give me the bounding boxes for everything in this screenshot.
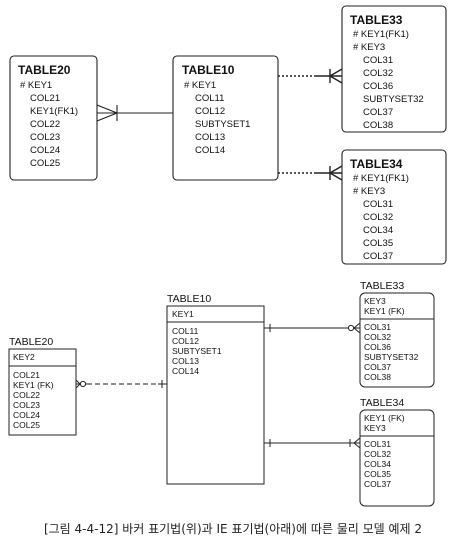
barker-table34-col: COL32	[363, 212, 393, 223]
ie-rel-table10-table34[interactable]	[264, 437, 361, 449]
ie-table20-key: KEY2	[13, 352, 35, 362]
barker-table20-col: COL22	[30, 119, 60, 130]
barker-table20-title: TABLE20	[18, 63, 71, 77]
ie-table33-entity[interactable]: TABLE33 KEY3 KEY1 (FK) COL31 COL32 COL36…	[359, 280, 435, 388]
barker-table33-col: COL37	[363, 107, 393, 118]
ie-table33-col: COL31	[364, 322, 391, 332]
ie-table33-col: COL36	[364, 342, 391, 352]
barker-table10-col: COL14	[195, 145, 225, 156]
ie-table34-col: COL31	[364, 439, 391, 449]
ie-table33-title: TABLE33	[360, 280, 404, 292]
barker-table33-key: # KEY1(FK1)	[353, 29, 409, 40]
ie-table10-entity[interactable]: TABLE10 KEY1 COL11 COL12 SUBTYSET1 COL13…	[166, 293, 265, 485]
barker-table10-col: COL11	[195, 93, 224, 104]
ie-table33-key: KEY3	[364, 296, 386, 306]
ie-table33-col: SUBTYSET32	[364, 352, 419, 362]
ie-table10-key: KEY1	[172, 309, 194, 319]
barker-table33-col: COL31	[363, 55, 393, 66]
barker-table33-entity[interactable]: TABLE33 # KEY1(FK1) # KEY3 COL31 COL32 C…	[341, 5, 447, 133]
barker-table33-col: COL32	[363, 68, 393, 79]
ie-table10-col: SUBTYSET1	[172, 346, 222, 356]
ie-table34-col: COL37	[364, 479, 391, 489]
ie-diagram: TABLE10 KEY1 COL11 COL12 SUBTYSET1 COL13…	[8, 280, 435, 507]
barker-table34-title: TABLE34	[350, 157, 403, 171]
ie-table10-col: COL11	[172, 326, 199, 336]
ie-table10-col: COL13	[172, 356, 199, 366]
ie-table34-col: COL35	[364, 469, 391, 479]
ie-rel-table10-table33[interactable]	[264, 322, 361, 334]
ie-rel-table20-table10[interactable]	[75, 379, 167, 389]
ie-table33-col: COL38	[364, 372, 391, 382]
ie-table20-col: COL23	[13, 400, 40, 410]
barker-table33-key: # KEY3	[353, 42, 385, 53]
ie-table20-col: COL24	[13, 410, 40, 420]
barker-table34-key: # KEY3	[353, 186, 385, 197]
ie-table34-key: KEY3	[364, 423, 386, 433]
ie-table33-col: COL32	[364, 332, 391, 342]
ie-table20-col: COL25	[13, 420, 40, 430]
barker-rel-table10-table34[interactable]	[278, 165, 343, 181]
barker-rel-table10-table20[interactable]	[96, 104, 173, 122]
figure-caption: [그림 4-4-12] 바커 표기법(위)과 IE 표기법(아래)에 따른 물리…	[43, 522, 423, 536]
barker-table20-col: KEY1(FK1)	[30, 106, 78, 117]
ie-table20-col: COL22	[13, 390, 40, 400]
barker-table33-title: TABLE33	[350, 13, 403, 27]
barker-table34-col: COL35	[363, 238, 393, 249]
barker-table20-col: COL24	[30, 145, 60, 156]
ie-table20-col: COL21	[13, 370, 40, 380]
ie-table20-entity[interactable]: TABLE20 KEY2 COL21 KEY1 (FK) COL22 COL23…	[8, 336, 77, 436]
barker-table33-col: COL36	[363, 81, 393, 92]
ie-table34-col: COL32	[364, 449, 391, 459]
barker-table10-col: COL12	[195, 106, 225, 117]
ie-table10-title: TABLE10	[167, 293, 211, 305]
barker-table10-key: # KEY1	[184, 80, 216, 91]
barker-table34-key: # KEY1(FK1)	[353, 173, 409, 184]
ie-table34-col: COL34	[364, 459, 391, 469]
barker-diagram: TABLE20 # KEY1 COL21 KEY1(FK1) COL22 COL…	[9, 5, 447, 265]
barker-table20-col: COL25	[30, 158, 60, 169]
barker-table10-col: SUBTYSET1	[195, 119, 250, 130]
ie-table10-col: COL14	[172, 366, 199, 376]
barker-table20-col: COL23	[30, 132, 60, 143]
barker-table20-entity[interactable]: TABLE20 # KEY1 COL21 KEY1(FK1) COL22 COL…	[9, 55, 98, 181]
barker-rel-table10-table33[interactable]	[278, 68, 343, 84]
barker-table20-col: COL21	[30, 93, 60, 104]
barker-table34-entity[interactable]: TABLE34 # KEY1(FK1) # KEY3 COL31 COL32 C…	[341, 149, 447, 265]
ie-table10-col: COL12	[172, 336, 199, 346]
barker-table33-col: COL38	[363, 120, 393, 131]
barker-table10-col: COL13	[195, 132, 225, 143]
barker-table34-col: COL34	[363, 225, 393, 236]
barker-table34-col: COL31	[363, 199, 393, 210]
barker-table10-title: TABLE10	[182, 63, 235, 77]
barker-table20-key: # KEY1	[20, 80, 52, 91]
ie-table33-key: KEY1 (FK)	[364, 306, 405, 316]
ie-table20-title: TABLE20	[9, 336, 53, 348]
barker-table34-col: COL37	[363, 251, 393, 262]
ie-table20-col: KEY1 (FK)	[13, 380, 54, 390]
ie-table33-col: COL37	[364, 362, 391, 372]
ie-table34-entity[interactable]: TABLE34 KEY1 (FK) KEY3 COL31 COL32 COL34…	[359, 397, 435, 507]
barker-table10-entity[interactable]: TABLE10 # KEY1 COL11 COL12 SUBTYSET1 COL…	[172, 55, 279, 181]
ie-table34-title: TABLE34	[360, 397, 404, 409]
barker-table33-col: SUBTYSET32	[363, 94, 424, 105]
ie-table34-key: KEY1 (FK)	[364, 413, 405, 423]
